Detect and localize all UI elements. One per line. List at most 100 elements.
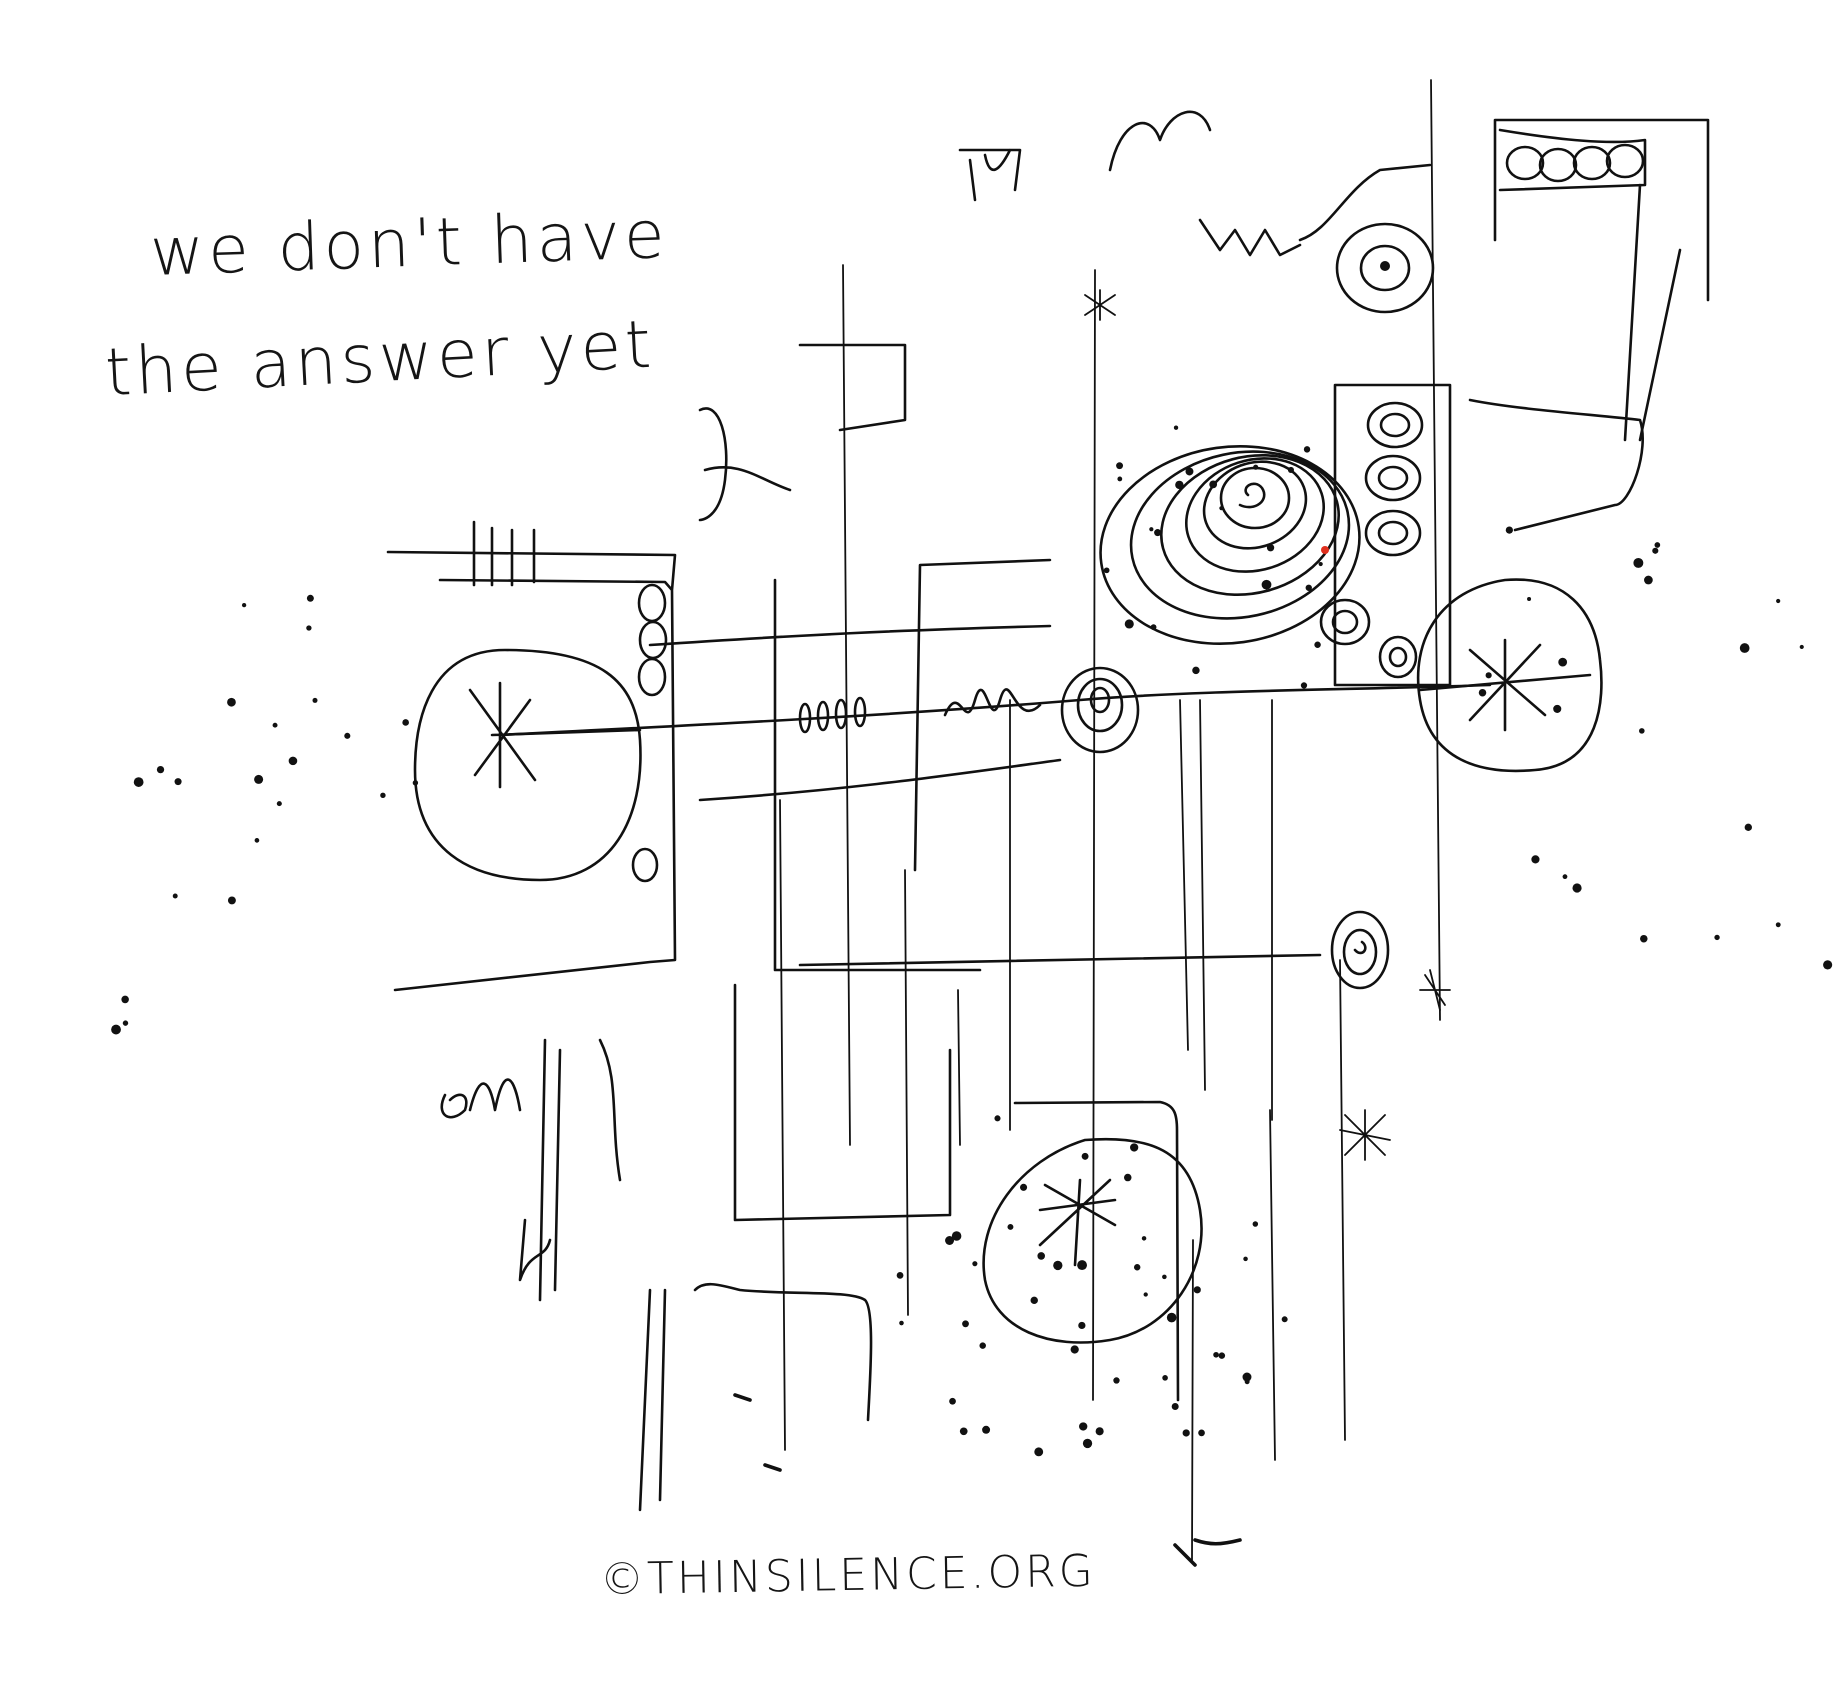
ink-dot	[1243, 1256, 1248, 1262]
ink-dot	[276, 801, 282, 807]
ink-dot	[1531, 855, 1540, 864]
ink-dot	[1070, 1345, 1079, 1354]
ink-dot	[1253, 464, 1259, 470]
bottom-left-scribbles	[440, 1038, 622, 1302]
ink-dot	[1034, 1447, 1044, 1457]
ink-dot	[1185, 467, 1194, 476]
ink-dot	[1823, 960, 1833, 970]
ink-dot	[1081, 1152, 1089, 1160]
ink-dot	[306, 594, 314, 602]
ink-dot	[1266, 544, 1275, 552]
ink-dot	[1117, 476, 1123, 482]
ink-dot	[254, 774, 264, 784]
ink-dot	[1527, 596, 1532, 602]
ink-dot	[1149, 527, 1154, 532]
ink-dot	[1082, 1438, 1093, 1449]
ink-dot	[1154, 529, 1162, 537]
lower-horizontal-line	[698, 758, 1062, 802]
ink-dot	[1558, 657, 1568, 667]
ink-dot	[951, 1231, 962, 1241]
ink-dot	[1639, 728, 1645, 734]
ink-dot	[1053, 1260, 1063, 1271]
red-dot	[1321, 546, 1329, 554]
ink-dot	[1654, 542, 1661, 548]
lower-frames	[638, 558, 1052, 1512]
ink-dot	[1173, 425, 1179, 430]
right-asterisk-circle	[1416, 578, 1603, 773]
bottom-asterisk-circle	[982, 1100, 1203, 1402]
left-asterisk-circle	[413, 648, 642, 882]
ink-dot	[402, 719, 409, 726]
top-scribbles	[698, 110, 1432, 522]
ink-dot	[1644, 575, 1653, 585]
ink-dot	[1213, 1351, 1219, 1358]
lower-spiral	[798, 910, 1390, 990]
oval-row	[798, 696, 867, 734]
ink-dot	[1166, 1312, 1177, 1323]
ink-dot	[1775, 922, 1781, 928]
scattered-dots	[111, 425, 1833, 1457]
ink-dot	[1739, 643, 1750, 653]
ink-dot	[1150, 624, 1157, 631]
ink-dot	[1130, 1143, 1139, 1152]
ink-dot	[412, 780, 419, 786]
ink-dot	[174, 778, 182, 786]
small-asterisks	[1084, 289, 1451, 1161]
bottom-marks	[733, 1393, 1242, 1567]
ink-dot	[1124, 1173, 1132, 1182]
ink-dot	[306, 625, 312, 631]
central-horizontal-line	[498, 683, 1492, 737]
ink-dot	[156, 765, 165, 774]
ink-dot	[1175, 480, 1184, 490]
ink-dot	[949, 1397, 956, 1405]
ink-dot	[1505, 526, 1513, 534]
ink-dot	[979, 1342, 986, 1349]
ink-dot	[241, 602, 247, 608]
ink-dot	[122, 1020, 129, 1026]
ink-dot	[1287, 466, 1294, 473]
ink-dot	[1300, 682, 1308, 689]
ink-dot	[1261, 579, 1272, 590]
ink-dot	[1478, 688, 1487, 697]
ink-dot	[1252, 1221, 1259, 1227]
ink-dot	[111, 1024, 121, 1035]
ink-dot	[1219, 506, 1224, 511]
ink-dot	[1095, 1427, 1104, 1436]
ink-dot	[1303, 446, 1311, 453]
ink-dot	[896, 1272, 904, 1279]
ink-dot	[1133, 1264, 1141, 1271]
ink-dot	[994, 1115, 1001, 1122]
target-circle	[1060, 666, 1140, 754]
ink-dot	[1640, 934, 1648, 943]
ink-dot	[1799, 644, 1804, 650]
ink-dot	[254, 838, 260, 843]
ink-dot	[1714, 934, 1720, 941]
ink-dot	[1113, 1377, 1120, 1384]
ink-dot	[1572, 883, 1582, 893]
ink-dot	[982, 1425, 991, 1434]
ink-dot	[1007, 1223, 1014, 1230]
ink-dot	[1318, 561, 1323, 567]
ink-dot	[1030, 1296, 1038, 1305]
ink-dot	[1162, 1274, 1167, 1280]
ink-dot	[1652, 547, 1659, 554]
ink-dot	[1124, 619, 1134, 629]
spiral	[1099, 444, 1361, 646]
ink-dot	[1314, 641, 1321, 648]
ink-dot	[1116, 462, 1124, 470]
ink-dot	[227, 697, 236, 707]
ink-dot	[272, 722, 278, 728]
ink-dot	[1305, 584, 1312, 591]
left-tally-frame	[386, 520, 677, 992]
ink-dot	[1485, 672, 1492, 679]
ink-dot	[1143, 1292, 1148, 1297]
ink-dot	[1281, 1316, 1288, 1323]
ink-dot	[1182, 1429, 1190, 1437]
ink-dot	[1162, 1375, 1168, 1381]
ink-dot	[1077, 1260, 1087, 1271]
ink-dot	[1019, 1183, 1028, 1191]
oval-tower	[1319, 383, 1452, 687]
ink-dot	[972, 1261, 978, 1267]
four-oval-box	[1468, 118, 1710, 532]
